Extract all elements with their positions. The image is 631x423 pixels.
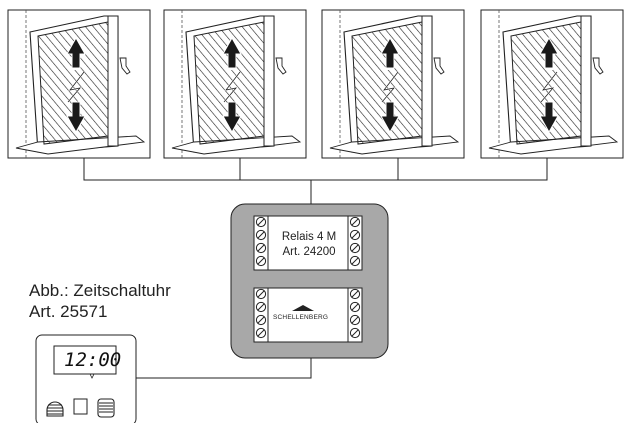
- window-4: [480, 9, 624, 159]
- window-row: [7, 9, 624, 159]
- relay-article-label: Art. 24200: [282, 246, 336, 258]
- relay-model-label: Relais 4 M: [281, 231, 337, 243]
- window-1: [7, 9, 151, 159]
- relay-housing: [230, 203, 389, 359]
- caption-article: Art. 25571: [29, 302, 108, 321]
- wiring-lines: [83, 158, 548, 379]
- timer-display-time: 12:00: [64, 349, 122, 371]
- caption-title: Abb.: Zeitschaltuhr: [29, 281, 171, 300]
- brand-logo: SCHELLENBERG: [273, 314, 329, 321]
- terminal-screws: [255, 216, 361, 339]
- window-3: [321, 9, 465, 159]
- window-2: [163, 9, 307, 159]
- timer-device: [35, 334, 137, 423]
